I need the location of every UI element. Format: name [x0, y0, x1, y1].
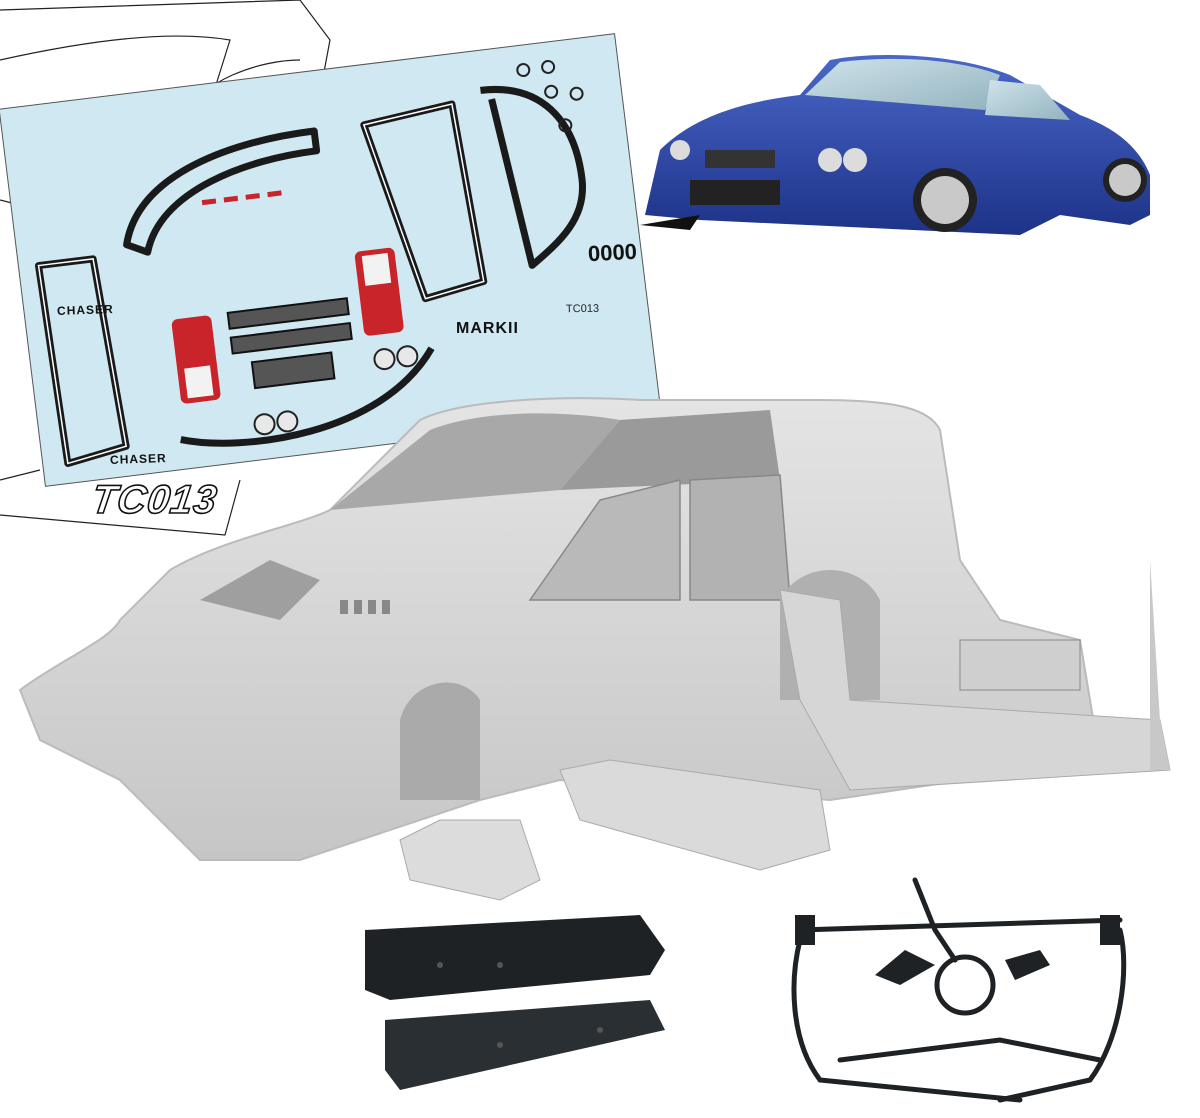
rear-bumper-part [779, 560, 1171, 791]
front-lip-part [559, 759, 831, 871]
decal-sheet [0, 33, 662, 487]
decal-sheet-code: TC013 [565, 302, 600, 316]
roll-cage-part [791, 877, 1127, 1103]
hood-scoop-part [399, 819, 541, 901]
kit-code-label: TC013 [88, 477, 221, 523]
mirror-parts [795, 915, 1120, 985]
decal-mark-chaser: CHASER [56, 302, 114, 318]
rear-wing-part [365, 915, 665, 1090]
painted-body-car [640, 55, 1150, 235]
decal-mark-logo: 0000 [587, 238, 638, 267]
decal-mark-markii: MARKII [456, 320, 519, 337]
decal-mark-chaser-2: CHASER [109, 451, 167, 467]
